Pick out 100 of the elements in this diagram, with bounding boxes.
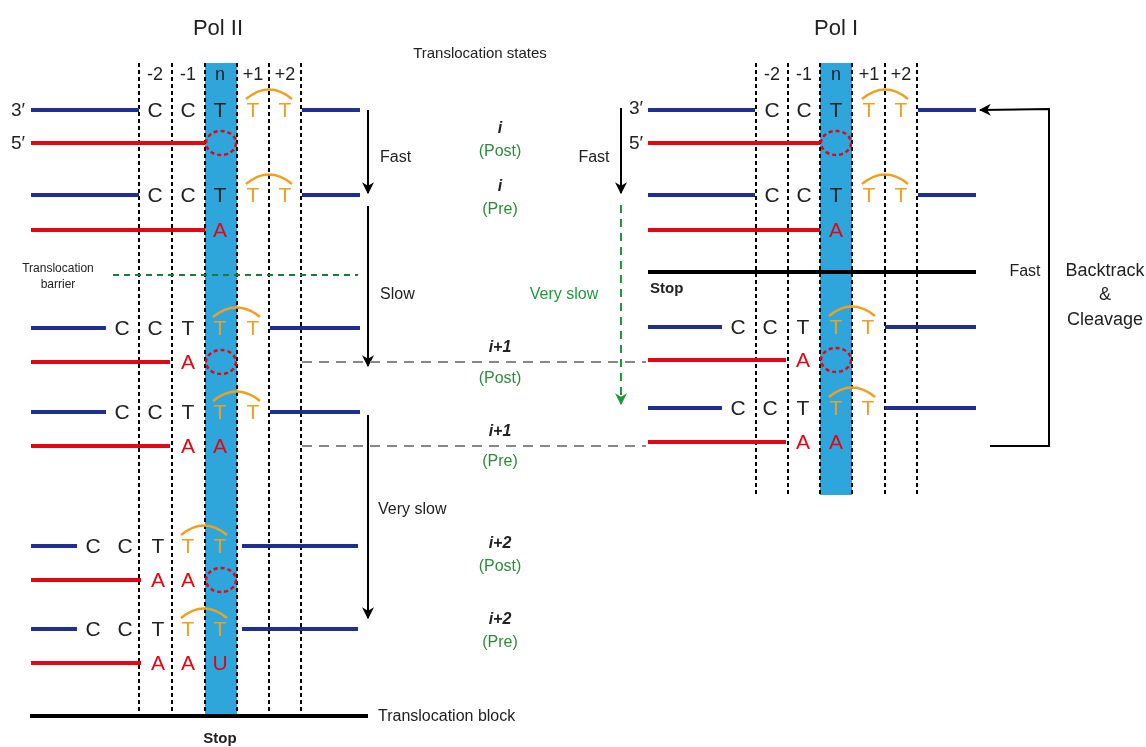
base-letter: C [147,316,163,340]
base-letter: A [181,568,195,592]
state-label: (Pre) [482,633,518,651]
position-label: n [831,65,841,85]
base-letter: C [180,183,196,207]
panel-title: Pol II [192,15,244,41]
base-letter: T [829,98,843,122]
position-label: -1 [796,65,812,85]
base-letter: T [894,98,908,122]
state-label: i [497,119,503,137]
state-label: i+2 [488,610,512,628]
position-label: -1 [180,65,196,85]
base-letter: C [117,534,133,558]
base-letter: U [212,651,228,675]
position-label: -2 [764,65,780,85]
base-letter: A [151,651,165,675]
base-letter: T [213,316,227,340]
base-letter: T [246,183,260,207]
base-letter: C [85,534,101,558]
position-label: n [215,65,225,85]
state-label: (Pre) [482,452,518,470]
state-label: (Post) [478,142,522,160]
base-letter: T [246,316,260,340]
base-letter: C [764,183,780,207]
position-label: -2 [147,65,163,85]
base-letter: T [862,183,876,207]
base-letter: C [114,316,130,340]
rate-label: Fast [380,148,412,166]
base-letter: T [213,183,227,207]
base-letter: A [181,434,195,458]
column-heading: Translocation states [413,44,547,62]
rate-label: Slow [380,285,415,303]
base-letter: T [861,315,875,339]
position-label: +1 [858,65,880,85]
position-label: +1 [242,65,264,85]
rate-label: Very slow [529,285,599,303]
base-letter: C [796,98,812,122]
strand-end-label: 5′ [628,132,644,154]
state-label: (Pre) [482,200,518,218]
state-label: i+1 [488,338,512,356]
state-label: i [497,177,503,195]
base-letter: T [278,98,292,122]
position-label: +2 [890,65,912,85]
base-letter: T [246,98,260,122]
base-letter: C [114,400,130,424]
base-letter: T [829,183,843,207]
base-letter: C [117,617,133,641]
stop-label: Stop [650,279,684,297]
base-letter: C [762,315,778,339]
base-letter: T [213,534,227,558]
base-letter: C [147,183,163,207]
base-letter: C [147,98,163,122]
base-letter: A [151,568,165,592]
stop-label: Stop [203,729,237,747]
base-letter: T [181,534,195,558]
state-label: (Post) [478,557,522,575]
rate-label: Fast [578,148,610,166]
base-letter: T [829,315,843,339]
base-letter: A [213,434,227,458]
state-label: (Post) [478,369,522,387]
base-letter: T [213,400,227,424]
base-letter: A [181,350,195,374]
base-letter: T [181,316,195,340]
strand-end-label: 5′ [10,132,26,154]
base-letter: C [730,396,746,420]
base-letter: T [278,183,292,207]
base-letter: A [796,348,810,372]
base-letter: T [151,617,165,641]
base-letter: T [861,396,875,420]
process-label: Backtrack & Cleavage [1064,258,1146,331]
block-label: Translocation block [378,707,516,725]
base-letter: A [181,651,195,675]
base-letter: T [796,315,810,339]
state-label: i+1 [488,422,512,440]
base-letter: C [85,617,101,641]
base-letter: A [213,218,227,242]
state-label: i+2 [488,534,512,552]
base-letter: T [151,534,165,558]
base-letter: T [181,400,195,424]
base-letter: A [829,430,843,454]
base-letter: C [730,315,746,339]
base-letter: T [246,400,260,424]
rate-label: Fast [1009,262,1041,280]
base-letter: C [180,98,196,122]
base-letter: A [829,218,843,242]
base-letter: C [764,98,780,122]
base-letter: T [213,617,227,641]
base-letter: T [213,98,227,122]
base-letter: T [829,396,843,420]
base-letter: C [796,183,812,207]
strand-end-label: 3′ [628,97,644,119]
base-letter: T [894,183,908,207]
base-letter: A [796,430,810,454]
barrier-label: Translocation barrier [21,259,95,293]
base-letter: T [181,617,195,641]
base-letter: T [862,98,876,122]
strand-end-label: 3′ [10,99,26,121]
rate-label: Very slow [378,500,447,518]
base-letter: C [762,396,778,420]
panel-title: Pol I [814,15,858,41]
